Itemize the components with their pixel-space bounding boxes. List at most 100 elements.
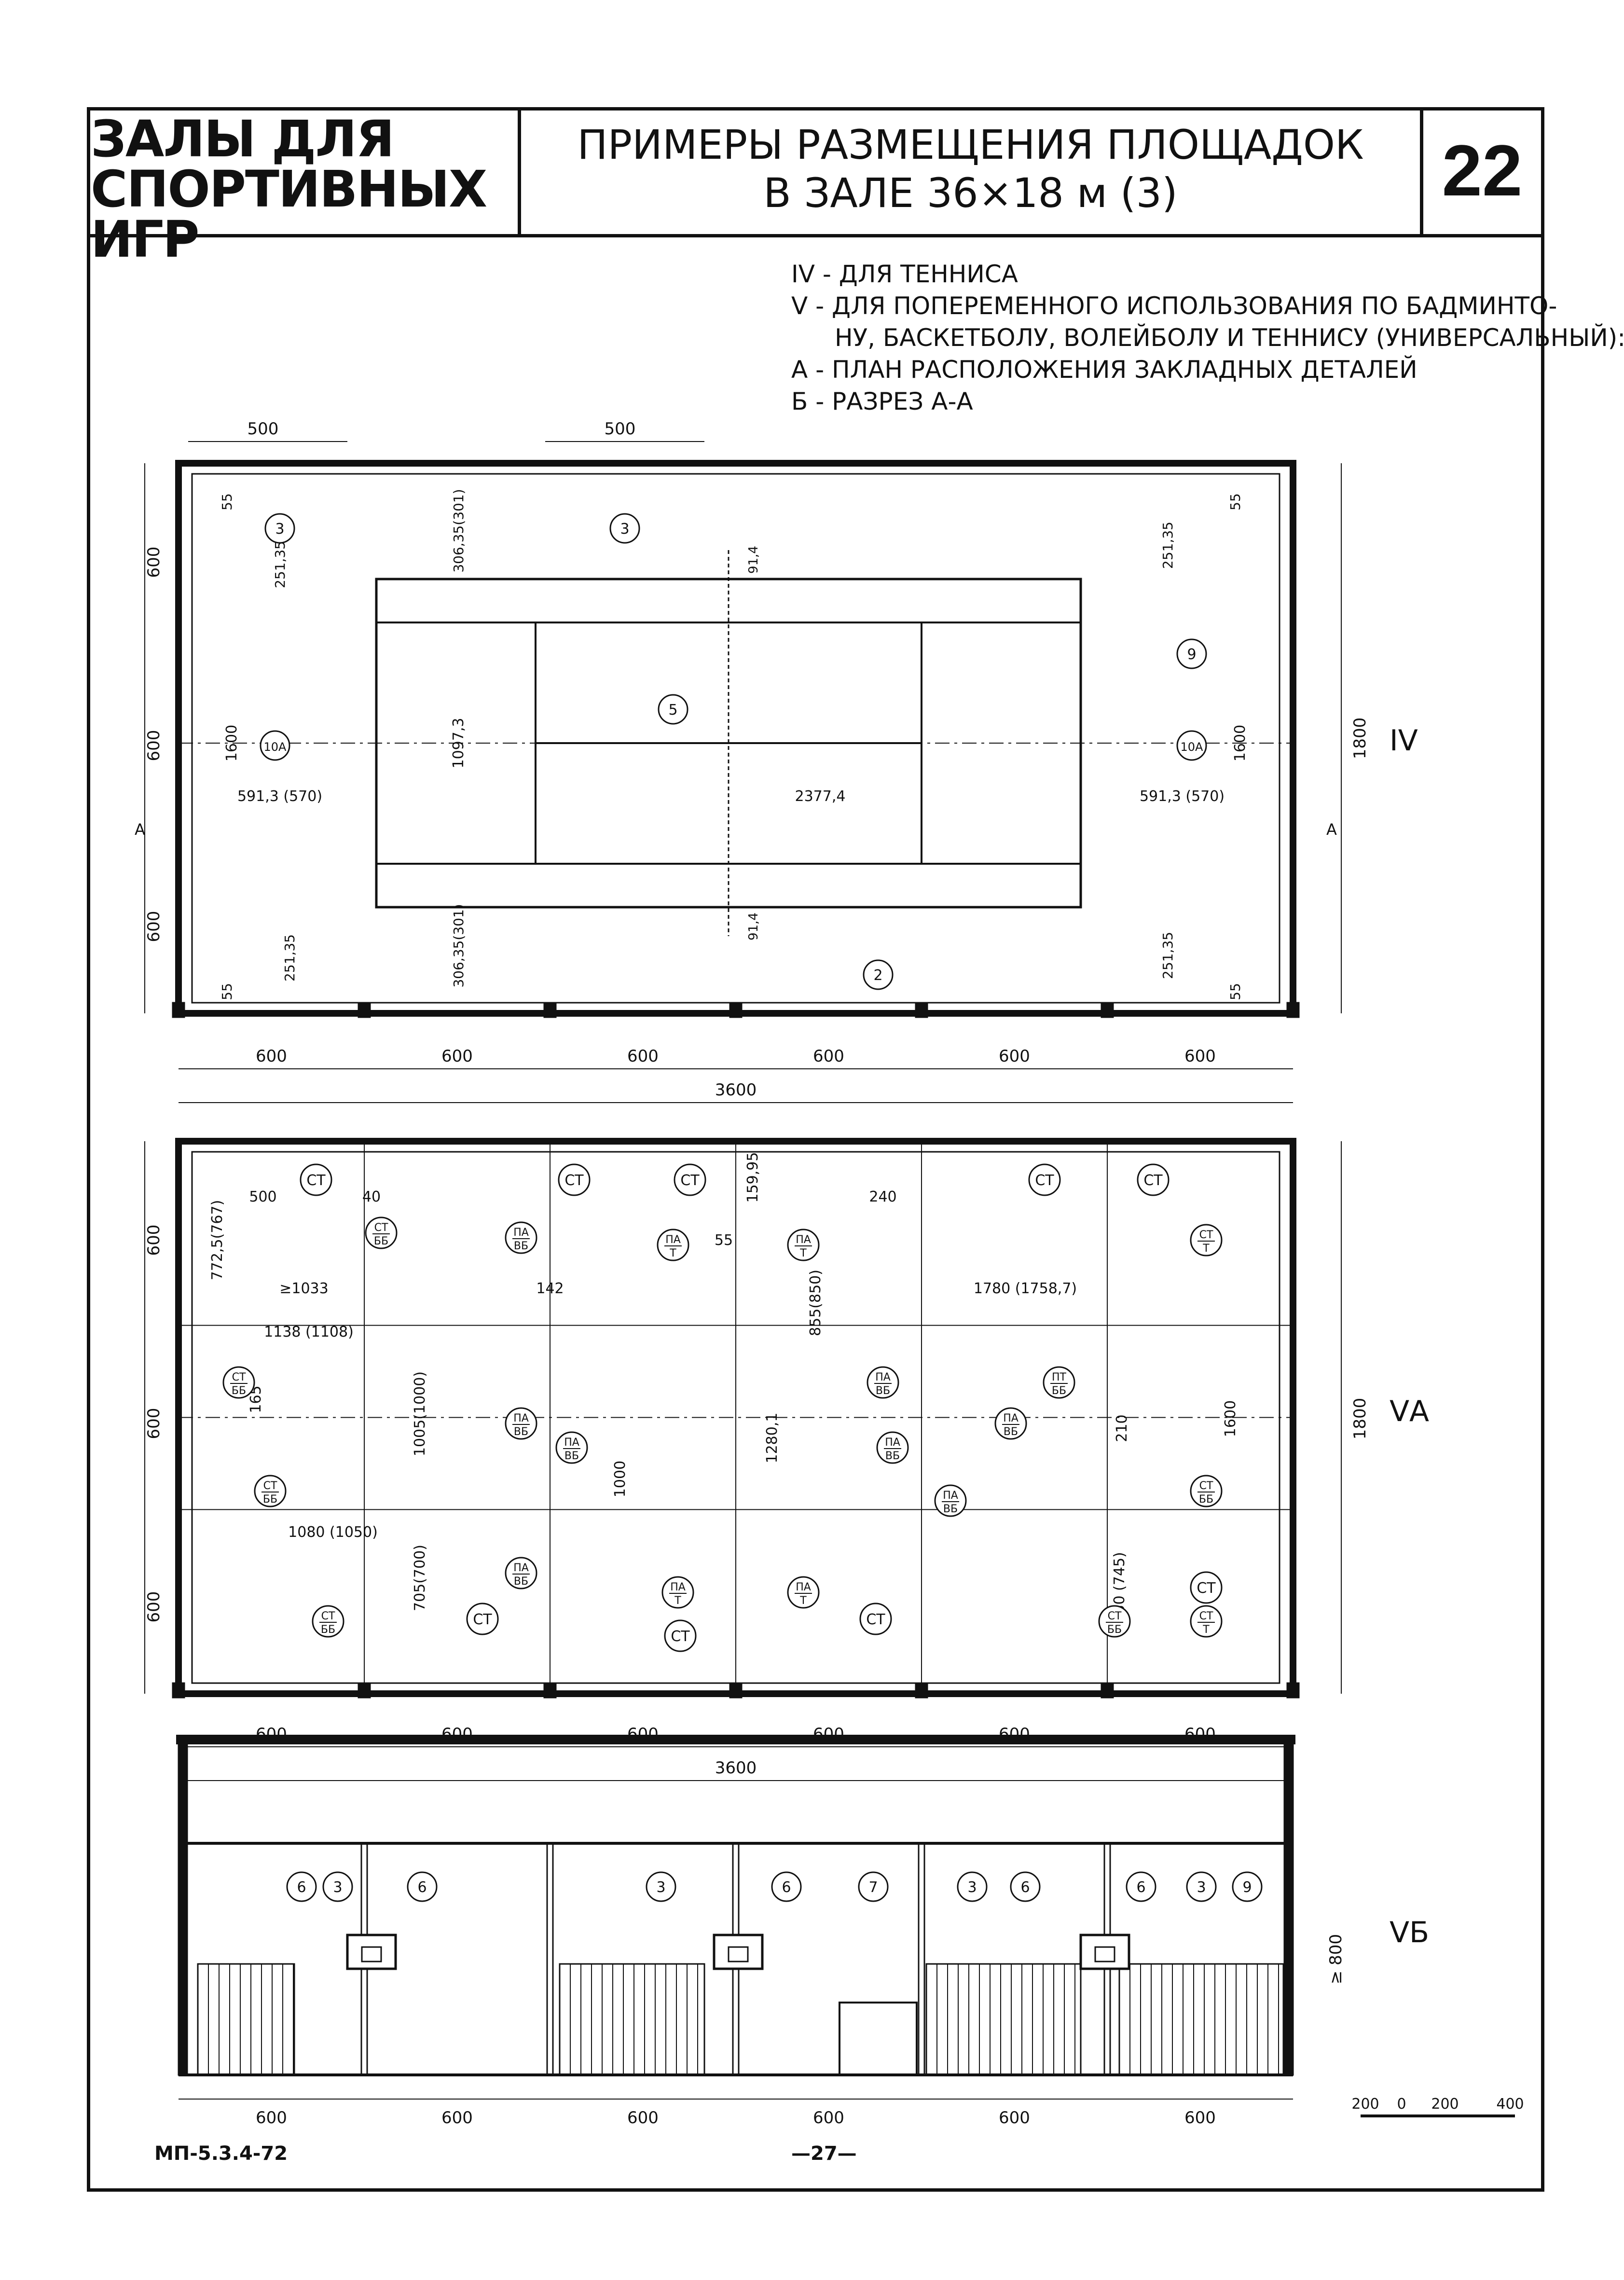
callout-label: СТ xyxy=(1143,1172,1163,1189)
callout-6 xyxy=(1126,1871,1156,1902)
callout-label: 5 xyxy=(668,702,677,719)
dimension-label: 1600 xyxy=(1232,725,1249,761)
callout-label: ВБ xyxy=(876,1385,890,1397)
dimension-label: 91,4 xyxy=(746,912,761,940)
dimension-label: 1000 xyxy=(612,1461,629,1497)
basketball-backboard xyxy=(346,1934,397,1970)
column xyxy=(1286,1682,1300,1699)
dimension-label: 591,3 (570) xyxy=(1140,788,1225,805)
callout-ст-т xyxy=(1190,1605,1223,1638)
callout-label: ПТ xyxy=(1052,1371,1067,1383)
dimension-label: 1600 xyxy=(223,725,240,761)
callout-label: 6 xyxy=(297,1879,306,1896)
dimension-label: 1097,3 xyxy=(450,718,467,769)
dimension-label: 210 xyxy=(1114,1414,1130,1442)
callout-label: ПА xyxy=(665,1234,681,1246)
section-vb-tag: VБ xyxy=(1390,1916,1430,1949)
callout-3 xyxy=(264,513,295,544)
callout-ст xyxy=(558,1163,591,1196)
callout-label: 3 xyxy=(275,521,284,538)
callout-па-т xyxy=(657,1229,689,1261)
legend: IV - ДЛЯ ТЕННИСА V - ДЛЯ ПОПЕРЕМЕННОГО И… xyxy=(791,258,1624,417)
callout-label: ББ xyxy=(232,1385,246,1397)
dimension-label: 55 xyxy=(1227,983,1243,1000)
dimension-label: 240 xyxy=(869,1188,896,1205)
callout-па-вб xyxy=(867,1366,899,1399)
footer-code: МП-5.3.4-72 xyxy=(154,2142,288,2165)
legend-item: Б - РАЗРЕЗ А-А xyxy=(791,387,973,415)
sheet-title: ПРИМЕРЫ РАЗМЕЩЕНИЯ ПЛОЩАДОК В ЗАЛЕ 36×18… xyxy=(521,107,1423,234)
callout-label: Т xyxy=(799,1595,807,1607)
section-mark: А xyxy=(1326,820,1337,839)
basketball-backboard xyxy=(713,1934,764,1970)
dimension-label: 705(700) xyxy=(412,1545,428,1611)
plan-iv-tag: IV xyxy=(1390,724,1418,758)
legend-item: НУ, БАСКЕТБОЛУ, ВОЛЕЙБОЛУ И ТЕННИСУ (УНИ… xyxy=(835,324,1624,352)
callout-ст xyxy=(664,1619,697,1652)
callout-label: ББ xyxy=(1052,1385,1066,1397)
dimension-label: 2377,4 xyxy=(795,788,846,805)
callout-9 xyxy=(1232,1871,1263,1902)
sheet-title-line-2: В ЗАЛЕ 36×18 м (3) xyxy=(763,169,1178,217)
callout-label: ПА xyxy=(670,1581,686,1593)
callout-2 xyxy=(863,959,894,990)
dimension-label: 600 xyxy=(627,1047,659,1066)
callout-label: ББ xyxy=(374,1235,388,1247)
callout-label: 3 xyxy=(620,521,629,538)
callout-9 xyxy=(1176,638,1207,669)
scale-label: 400 xyxy=(1496,2096,1524,2113)
callout-label: ВБ xyxy=(885,1450,900,1462)
callout-па-вб xyxy=(876,1431,909,1464)
dimension-label: 500 xyxy=(249,1188,276,1205)
callout-ст-бб xyxy=(1190,1475,1223,1507)
callout-3 xyxy=(1186,1871,1217,1902)
dimension-label: 1080 (1050) xyxy=(288,1524,378,1541)
callout-па-вб xyxy=(555,1431,588,1464)
callout-label: ПА xyxy=(513,1227,529,1239)
column xyxy=(1286,1002,1300,1018)
callout-7 xyxy=(858,1871,889,1902)
dimension-label: 600 xyxy=(144,1591,164,1623)
callout-label: ПА xyxy=(943,1490,958,1502)
sheet-title-line-1: ПРИМЕРЫ РАЗМЕЩЕНИЯ ПЛОЩАДОК xyxy=(577,121,1364,168)
dimension-label: 1600 xyxy=(1222,1400,1239,1437)
callout-па-т xyxy=(787,1229,820,1261)
callout-ст xyxy=(466,1603,499,1635)
column xyxy=(915,1002,928,1018)
callout-3 xyxy=(646,1871,676,1902)
wall-bars xyxy=(197,1963,295,2076)
callout-ст-бб xyxy=(254,1475,287,1507)
column xyxy=(1101,1002,1114,1018)
callout-па-вб xyxy=(505,1407,537,1440)
callout-5 xyxy=(658,694,688,725)
dimension-label: 1780 (1758,7) xyxy=(974,1280,1077,1297)
callout-label: ПА xyxy=(796,1234,811,1246)
series-line-2: СПОРТИВНЫХ ИГР xyxy=(91,160,487,269)
callout-ст xyxy=(1190,1571,1223,1604)
callout-label: СТ xyxy=(671,1628,690,1645)
callout-label: СТ xyxy=(1199,1480,1213,1492)
legend-item: IV - ДЛЯ ТЕННИСА xyxy=(791,260,1018,288)
plan-iv-inner-wall xyxy=(191,473,1280,1004)
dimension-label: ≥ 800 xyxy=(1326,1934,1346,1984)
callout-label: 2 xyxy=(873,967,882,984)
callout-label: ВБ xyxy=(514,1575,528,1588)
callout-ст-бб xyxy=(1098,1605,1131,1638)
dimension-label: 600 xyxy=(144,1408,164,1439)
section-wall-right xyxy=(1283,1736,1294,2076)
callout-label: 6 xyxy=(1136,1879,1145,1896)
dimension-label: 600 xyxy=(813,1047,844,1066)
dimension-label: 600 xyxy=(1184,1047,1216,1066)
dimension-label: 591,3 (570) xyxy=(237,788,322,805)
callout-па-т xyxy=(661,1576,694,1609)
callout-label: СТ xyxy=(866,1611,885,1628)
callout-label: СТ xyxy=(680,1172,700,1189)
callout-label: ВБ xyxy=(564,1450,579,1462)
dimension-label: 55 xyxy=(219,493,235,511)
dimension-label: 600 xyxy=(144,1225,164,1256)
dimension-label: 600 xyxy=(441,1047,473,1066)
callout-label: ПА xyxy=(796,1581,811,1593)
dimension-label: 600 xyxy=(256,2108,287,2128)
callout-label: 9 xyxy=(1242,1879,1252,1896)
callout-6 xyxy=(286,1871,317,1902)
